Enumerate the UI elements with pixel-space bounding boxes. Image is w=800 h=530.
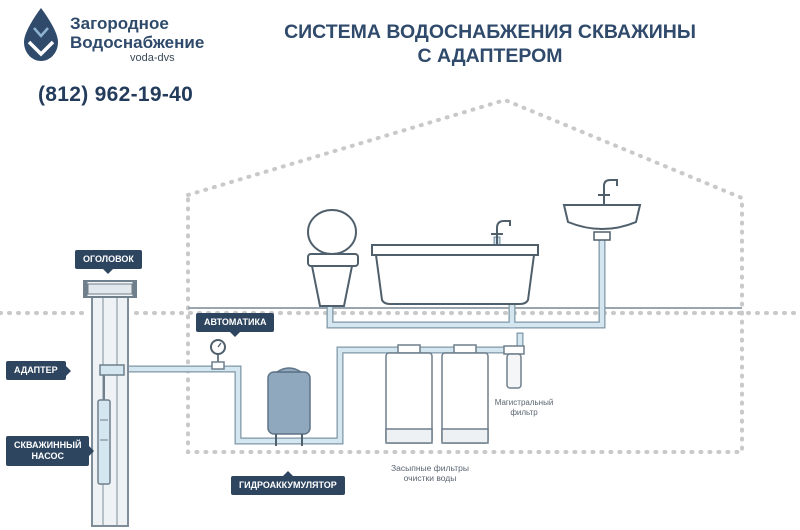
well-head-cap — [83, 280, 137, 298]
bulk-filter-2 — [441, 344, 489, 444]
label-accumulator: ГИДРОАККУМУЛЯТОР — [231, 471, 345, 495]
label-adapter-text: АДАПТЕР — [14, 365, 58, 375]
label-bulk-filters-line1: Засыпные фильтры — [391, 463, 469, 473]
label-accumulator-text: ГИДРОАККУМУЛЯТОР — [239, 480, 337, 490]
brand-name-line1: Загородное — [70, 14, 169, 33]
accumulator-tank — [267, 367, 311, 446]
label-bulk-filters-line2: очистки воды — [403, 473, 457, 483]
phone-number: (812) 962-19-40 — [38, 83, 194, 106]
sink — [562, 179, 642, 241]
page-title: СИСТЕМА ВОДОСНАБЖЕНИЯ СКВАЖИНЫ С АДАПТЕР… — [250, 20, 730, 68]
label-bulk-filters: Засыпные фильтры очистки воды — [370, 463, 490, 483]
house-outline — [186, 97, 744, 454]
label-automation: АВТОМАТИКА — [196, 313, 275, 337]
label-automation-text: АВТОМАТИКА — [204, 317, 267, 327]
label-pump-line2: НАСОС — [31, 451, 64, 461]
main-filter — [503, 345, 525, 389]
brand-name: Загородное Водоснабжение — [70, 14, 204, 52]
adapter-fitting — [99, 364, 125, 376]
label-main-filter: Магистральный фильтр — [486, 398, 562, 418]
borehole-pump — [97, 375, 111, 485]
water-drop-icon — [24, 8, 58, 61]
label-head-text: ОГОЛОВОК — [83, 254, 134, 264]
brand-name-line2: Водоснабжение — [70, 33, 205, 52]
label-pump-line1: СКВАЖИННЫЙ — [14, 440, 82, 450]
bulk-filter-1 — [385, 344, 433, 444]
bathtub — [371, 220, 539, 305]
title-line1: СИСТЕМА ВОДОСНАБЖЕНИЯ СКВАЖИНЫ — [284, 21, 696, 43]
toilet — [307, 209, 359, 307]
label-main-filter-line2: фильтр — [510, 408, 538, 417]
pressure-gauge — [210, 339, 226, 370]
brand-sub: voda-dvs — [130, 52, 175, 64]
title-line2: С АДАПТЕРОМ — [417, 45, 563, 67]
label-head: ОГОЛОВОК — [75, 250, 142, 274]
label-main-filter-line1: Магистральный — [494, 398, 554, 407]
label-adapter: АДАПТЕР — [6, 361, 71, 380]
label-pump: СКВАЖИННЫЙ НАСОС — [6, 436, 95, 466]
